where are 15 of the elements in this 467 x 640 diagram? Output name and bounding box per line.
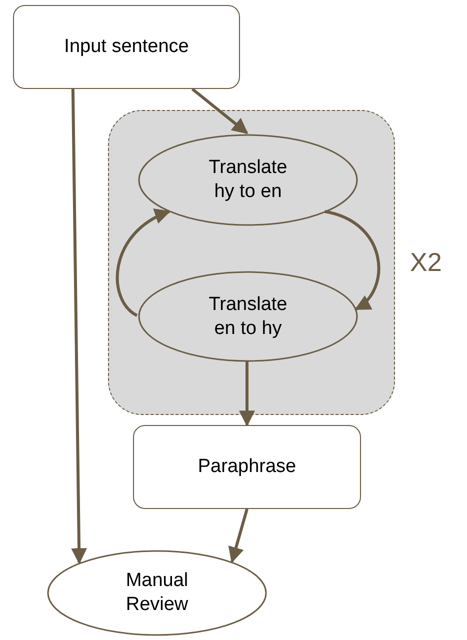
arrow [239, 361, 255, 427]
node-label: Translate en to hy [208, 292, 288, 340]
arrow [191, 88, 248, 134]
arrow [324, 210, 380, 310]
node-label: Manual Review [124, 569, 190, 617]
process-box [13, 5, 240, 89]
arrow [71, 88, 88, 564]
arrow [228, 508, 248, 564]
node-label: Paraphrase [198, 455, 296, 479]
node-label: Input sentence [64, 35, 189, 59]
repeat-count-label: X2 [410, 247, 442, 278]
node-label: Translate hy to en [208, 156, 288, 204]
process-box [133, 425, 361, 509]
arrow [116, 210, 171, 317]
loop-group-box [108, 110, 395, 415]
